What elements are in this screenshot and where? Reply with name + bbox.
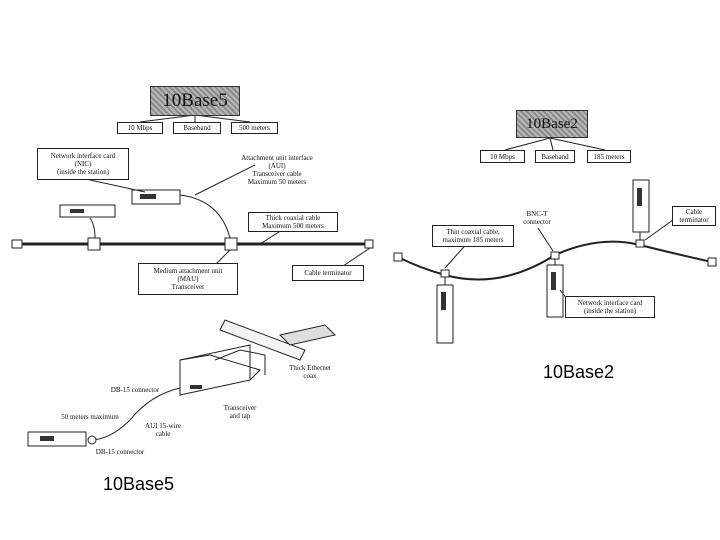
bnc-t-left — [440, 269, 450, 278]
tap-clamp — [214, 349, 266, 375]
thick-ethernet-coax-label: Thick Ethernet coax — [289, 364, 331, 380]
title-10base2: 10Base2 — [516, 110, 588, 138]
title-leader — [194, 114, 251, 123]
transceiver-tap-label: Transceiver and tap — [223, 404, 257, 420]
tap-cover — [279, 324, 336, 346]
bnc-leader — [537, 227, 554, 252]
title-10base5: 10Base5 — [150, 86, 240, 116]
aui-15-wire-cable — [89, 387, 181, 441]
terminator-label-box: Cable terminator — [292, 265, 364, 281]
caption-10base5: 10Base5 — [103, 474, 175, 494]
coax-end-left — [11, 239, 23, 249]
aui-leader — [194, 164, 256, 196]
spec-length: 500 meters — [231, 122, 278, 134]
db15-connector-bottom-label: DB-15 connector — [95, 448, 145, 456]
aui-15-wire-label: AUI 15-wire cable — [145, 422, 181, 438]
title-leader — [549, 137, 606, 151]
drop-cable-left — [89, 217, 96, 239]
terminator-left — [393, 252, 403, 262]
title-leader — [549, 137, 554, 151]
db15-plug — [87, 435, 97, 445]
bnc-t-right — [635, 239, 645, 248]
spec-signal-2: Baseband — [535, 150, 575, 163]
title-leader — [139, 114, 196, 123]
db15-connector-top-label: DB-15 connector — [110, 386, 160, 394]
aui-label: Attachment unit interface (AUI) Transcei… — [241, 154, 313, 186]
max-50-meters-label: 50 meters maximum — [61, 413, 119, 421]
spec-length-2: 185 meters — [587, 150, 631, 163]
mau-leader — [214, 249, 231, 266]
thin-coax-label-box: Thin coaxial cable, maximum 185 meters — [432, 225, 514, 247]
transceiver-edge — [179, 354, 261, 381]
drop-cable-aui — [179, 194, 231, 239]
spec-speed: 10 Mbps — [117, 122, 163, 134]
caption-10base2: 10Base2 — [543, 362, 615, 382]
title-leader — [504, 137, 551, 151]
mau-label-box: Medium attachment unit (MAU) Transceiver — [138, 263, 238, 295]
nic-leader — [89, 179, 146, 193]
bnc-t-label: BNC-T connector — [523, 210, 551, 226]
nic-unit-left — [59, 204, 116, 218]
coax-end-right — [364, 239, 374, 249]
nic-unit-bottom — [27, 431, 87, 447]
terminator-right — [707, 257, 717, 267]
spec-signal: Baseband — [173, 122, 221, 134]
mau-left — [87, 237, 101, 251]
thick-coax-3d — [219, 319, 306, 361]
coax-label-box: Thick coaxial cable Maximum 500 meters — [248, 212, 338, 232]
terminator-label-box-2: Cable terminator — [672, 206, 716, 226]
nic-label-box-2: Network interface card (inside the stati… — [565, 296, 655, 318]
terminator-leader — [339, 247, 371, 269]
bnc-t-middle — [550, 251, 560, 260]
mau-middle — [224, 237, 238, 251]
nic-label-box: Network interface card (NIC) (inside the… — [37, 148, 129, 180]
spec-speed-2: 10 Mbps — [480, 150, 525, 163]
